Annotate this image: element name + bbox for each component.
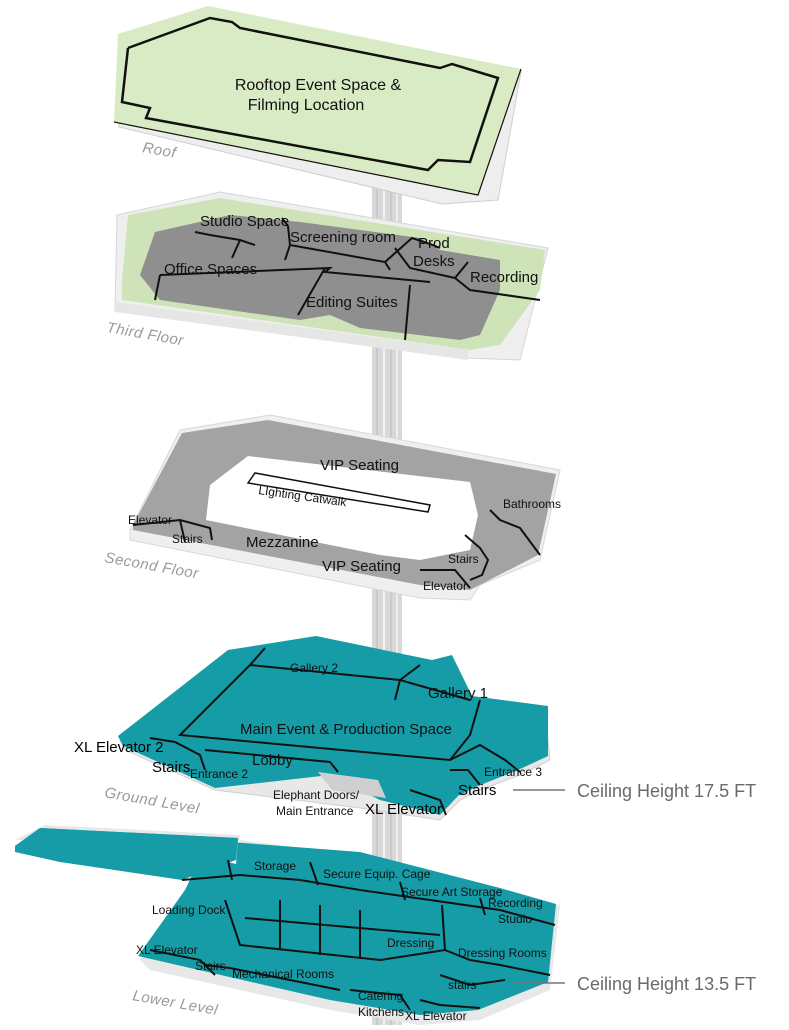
floor-name-second: Second Floor: [103, 549, 200, 582]
storage-label: Storage: [254, 859, 296, 873]
roof-parapet-wall: [120, 16, 500, 172]
elevator-right-label: Elevator: [423, 579, 467, 593]
lower-wing-area: [15, 828, 238, 880]
recording-label: Recording: [470, 269, 538, 286]
elephant-doors-label-1: Elephant Doors/: [273, 788, 360, 802]
elevator-left-label: Elevator: [128, 513, 172, 527]
gallery-1-label: Gallery 1: [428, 685, 488, 702]
secure-equip-cage-label: Secure Equip. Cage: [323, 867, 431, 881]
entrance-3-label: Entrance 3: [484, 765, 542, 779]
xl-elevator-right-label: XL Elevator: [405, 1009, 467, 1023]
second-walls: [132, 509, 541, 589]
stairs-left-label: Stairs: [195, 959, 226, 973]
elephant-doors-area: [318, 772, 386, 798]
roof-floor: Rooftop Event Space & Filming Location R…: [113, 6, 522, 205]
recording-studio-label-1: Recording: [488, 896, 543, 910]
third-walls: [154, 217, 541, 341]
lobby-label: Lobby: [252, 752, 293, 769]
stairs-right-label: stairs: [448, 978, 477, 992]
office-spaces-label: Office Spaces: [164, 261, 257, 278]
recording-studio-label-2: Studio: [498, 912, 532, 926]
dressing-rooms-label: Dressing Rooms: [458, 946, 547, 960]
floor-name-lower: Lower Level: [131, 987, 219, 1019]
xl-elevator-2-label: XL Elevator 2: [74, 739, 164, 756]
ground-level: Gallery 2 Gallery 1 Main Event & Product…: [74, 636, 756, 821]
floor-name-ground: Ground Level: [103, 784, 201, 817]
ground-walls: [149, 647, 521, 816]
elephant-doors-label-2: Main Entrance: [276, 804, 354, 818]
studio-space-label: Studio Space: [200, 213, 289, 230]
roof-edge: [113, 68, 522, 196]
vip-seating-top-label: VIP Seating: [320, 457, 399, 474]
lower-walls: [149, 859, 556, 1011]
main-event-label: Main Event & Production Space: [240, 721, 452, 738]
third-slab-edge: [115, 302, 468, 360]
ground-teal-area: [118, 636, 548, 815]
rooftop-event-label-2: Filming Location: [248, 97, 365, 114]
xl-elevator-left-label: XL Elevator: [136, 943, 198, 957]
vip-seating-bottom-label: VIP Seating: [322, 558, 401, 575]
loading-dock-label: Loading Dock: [152, 903, 226, 917]
prod-desks-label-2: Desks: [413, 253, 455, 270]
catering-kitchens-label-2: Kitchens: [358, 1005, 404, 1019]
secure-art-storage-label: Secure Art Storage: [401, 885, 503, 899]
lighting-catwalk: [246, 472, 431, 513]
dressing-label: Dressing: [387, 936, 434, 950]
stairs-left-label: Stairs: [152, 759, 190, 776]
screening-room-label: Screening room: [290, 229, 396, 246]
floor-name-roof: Roof: [141, 139, 178, 162]
stairs-left-label: Stairs: [172, 532, 203, 546]
lower-level: Storage Secure Equip. Cage Secure Art St…: [15, 825, 756, 1025]
stairs-right-label: Stairs: [448, 552, 479, 566]
mezzanine-label: Mezzanine: [246, 534, 319, 551]
gallery-2-label: Gallery 2: [290, 661, 338, 675]
catering-kitchens-label-1: Catering: [358, 989, 403, 1003]
entrance-2-label: Entrance 2: [190, 767, 248, 781]
rooftop-event-label-1: Rooftop Event Space &: [235, 77, 402, 94]
ceiling-height-lower: Ceiling Height 13.5 FT: [577, 974, 756, 994]
xl-elevator-label: XL Elevator: [365, 801, 442, 818]
second-floor: VIP Seating LIghting Catwalk Bathrooms E…: [103, 414, 561, 601]
editing-suites-label: Editing Suites: [306, 294, 398, 311]
floor-name-third: Third Floor: [105, 319, 185, 349]
second-open-void: [206, 456, 478, 560]
bathrooms-label: Bathrooms: [503, 497, 561, 511]
prod-desks-label-1: Prod: [418, 235, 450, 252]
mechanical-rooms-label: Mechanical Rooms: [232, 967, 334, 981]
stairs-right-label: Stairs: [458, 782, 496, 799]
third-floor: Studio Space Screening room Prod Desks O…: [105, 191, 549, 361]
ceiling-height-ground: Ceiling Height 17.5 FT: [577, 781, 756, 801]
roof-surface: [114, 6, 521, 195]
